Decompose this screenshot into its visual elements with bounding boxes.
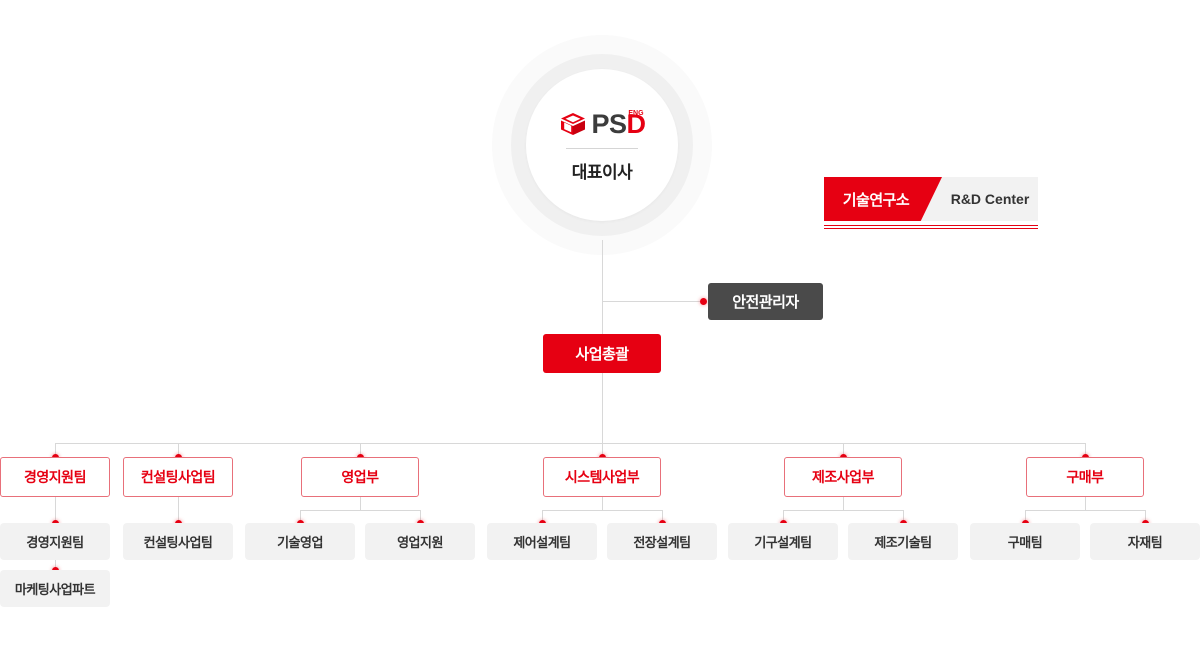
team-box-5-1-label: 자재팀 bbox=[1127, 535, 1163, 550]
rnd-badge-korean: 기술연구소 bbox=[824, 177, 942, 221]
team-box-3-0-label: 제어설계팀 bbox=[513, 535, 571, 550]
department-box-0[interactable]: 경영지원팀 bbox=[0, 457, 110, 497]
team-box-4-1-label: 제조기술팀 bbox=[874, 535, 932, 550]
team-box-5-0[interactable]: 구매팀 bbox=[970, 523, 1080, 560]
cube-logo-icon bbox=[561, 113, 586, 135]
general-management-box[interactable]: 사업총괄 bbox=[543, 334, 661, 373]
branch-line-to-safety bbox=[602, 301, 703, 302]
logo-ps-text: PS bbox=[591, 108, 627, 139]
dept-5-stem-line bbox=[1085, 497, 1086, 510]
team-box-4-1[interactable]: 제조기술팀 bbox=[848, 523, 958, 560]
dept-3-stem-line bbox=[602, 497, 603, 510]
team-box-5-0-label: 구매팀 bbox=[1007, 535, 1043, 550]
logo-eng-text: ENG bbox=[628, 109, 644, 117]
department-box-4[interactable]: 제조사업부 bbox=[784, 457, 902, 497]
team-box-1-0[interactable]: 컨설팅사업팀 bbox=[123, 523, 233, 560]
team-box-4-0[interactable]: 기구설계팀 bbox=[728, 523, 838, 560]
team-box-4-0-label: 기구설계팀 bbox=[754, 535, 812, 550]
trunk-line-general-to-bus bbox=[602, 373, 603, 443]
team-box-3-1[interactable]: 전장설계팀 bbox=[607, 523, 717, 560]
dept-4-elbow-line bbox=[783, 510, 903, 511]
team-box-3-1-label: 전장설계팀 bbox=[633, 535, 691, 550]
team-box-0-0[interactable]: 경영지원팀 bbox=[0, 523, 110, 560]
rnd-underline-bottom bbox=[824, 228, 1038, 229]
dept-4-drop-line bbox=[843, 443, 844, 457]
rnd-korean-label: 기술연구소 bbox=[842, 191, 910, 209]
department-box-2[interactable]: 영업부 bbox=[301, 457, 419, 497]
department-bus-line bbox=[55, 443, 1085, 444]
rnd-underline-top bbox=[824, 225, 1038, 226]
rnd-center-badge[interactable]: 기술연구소 R&D Center bbox=[824, 177, 1038, 229]
logo-d-text: D bbox=[626, 108, 647, 139]
dept-3-elbow-line bbox=[542, 510, 662, 511]
dept-5-elbow-line bbox=[1025, 510, 1145, 511]
subteam-box-0-0[interactable]: 마케팅사업파트 bbox=[0, 570, 110, 607]
team-box-2-0[interactable]: 기술영업 bbox=[245, 523, 355, 560]
dept-3-left-drop bbox=[542, 510, 543, 523]
rnd-badge-row: 기술연구소 R&D Center bbox=[824, 177, 1038, 221]
dept-4-right-drop bbox=[903, 510, 904, 523]
dept-4-left-drop bbox=[783, 510, 784, 523]
department-box-1[interactable]: 컨설팅사업팀 bbox=[123, 457, 233, 497]
department-box-3[interactable]: 시스템사업부 bbox=[543, 457, 661, 497]
department-box-2-label: 영업부 bbox=[341, 469, 379, 485]
team-box-1-0-label: 컨설팅사업팀 bbox=[143, 535, 213, 550]
trunk-line-ceo-to-general bbox=[602, 240, 603, 341]
dept-2-left-drop bbox=[300, 510, 301, 523]
dept-3-drop-line bbox=[602, 443, 603, 457]
team-box-2-1[interactable]: 영업지원 bbox=[365, 523, 475, 560]
team-box-0-0-label: 경영지원팀 bbox=[26, 535, 84, 550]
safety-manager-box[interactable]: 안전관리자 bbox=[708, 283, 823, 320]
dept-2-elbow-line bbox=[300, 510, 420, 511]
dept-2-drop-line bbox=[360, 443, 361, 457]
rnd-english-label: R&D Center bbox=[950, 191, 1030, 207]
dept-2-right-drop bbox=[420, 510, 421, 523]
ceo-title: 대표이사 bbox=[571, 163, 633, 182]
team-box-2-1-label: 영업지원 bbox=[397, 535, 443, 550]
dept-0-team-line bbox=[55, 497, 56, 523]
department-box-5-label: 구매부 bbox=[1066, 469, 1104, 485]
department-box-1-label: 컨설팅사업팀 bbox=[140, 469, 216, 485]
dept-1-team-line bbox=[178, 497, 179, 523]
department-box-4-label: 제조사업부 bbox=[812, 469, 874, 485]
dept-5-left-drop bbox=[1025, 510, 1026, 523]
safety-manager-label: 안전관리자 bbox=[732, 294, 799, 311]
dept-4-stem-line bbox=[843, 497, 844, 510]
department-box-0-label: 경영지원팀 bbox=[24, 469, 86, 485]
dept-5-right-drop bbox=[1145, 510, 1146, 523]
ceo-divider bbox=[566, 148, 638, 149]
general-management-label: 사업총괄 bbox=[575, 346, 629, 363]
department-box-5[interactable]: 구매부 bbox=[1026, 457, 1144, 497]
team-box-2-0-label: 기술영업 bbox=[277, 535, 323, 550]
dept-1-drop-line bbox=[178, 443, 179, 457]
dept-0-drop-line bbox=[55, 443, 56, 457]
department-box-3-label: 시스템사업부 bbox=[564, 469, 640, 485]
dept-5-drop-line bbox=[1085, 443, 1086, 457]
subteam-box-0-0-label: 마케팅사업파트 bbox=[14, 582, 96, 597]
team-box-3-0[interactable]: 제어설계팀 bbox=[487, 523, 597, 560]
dept-0-sub-line-0 bbox=[55, 560, 56, 570]
dept-3-right-drop bbox=[662, 510, 663, 523]
dept-2-stem-line bbox=[360, 497, 361, 510]
safety-connector-dot bbox=[700, 298, 707, 305]
team-box-5-1[interactable]: 자재팀 bbox=[1090, 523, 1200, 560]
